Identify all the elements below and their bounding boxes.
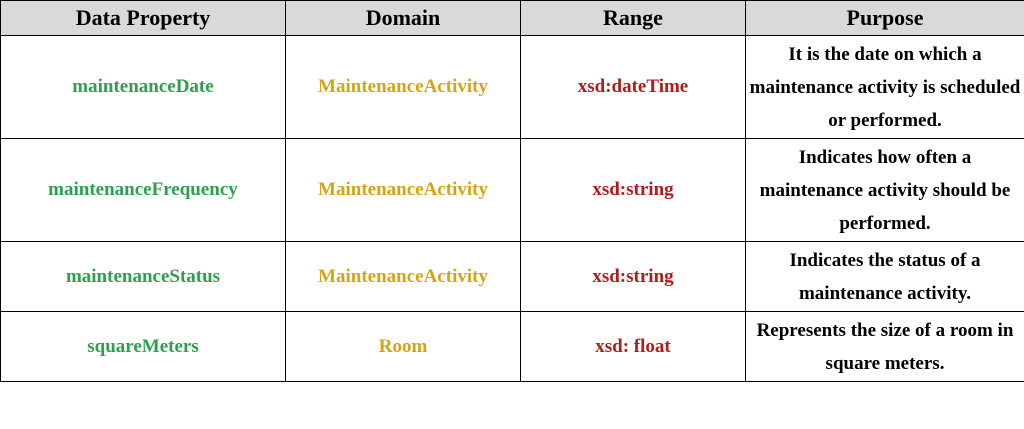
header-range: Range bbox=[520, 0, 746, 36]
cell-purpose: Represents the size of a room in square … bbox=[745, 311, 1024, 382]
cell-domain: MaintenanceActivity bbox=[285, 241, 521, 312]
header-row: Data Property Domain Range Purpose bbox=[0, 0, 1024, 36]
table-body: maintenanceDate MaintenanceActivity xsd:… bbox=[0, 35, 1024, 382]
cell-range: xsd:string bbox=[520, 241, 746, 312]
data-properties-table: Data Property Domain Range Purpose maint… bbox=[0, 0, 1024, 382]
table-row: maintenanceDate MaintenanceActivity xsd:… bbox=[0, 35, 1024, 139]
cell-domain: Room bbox=[285, 311, 521, 382]
cell-domain: MaintenanceActivity bbox=[285, 35, 521, 139]
cell-range: xsd:string bbox=[520, 138, 746, 242]
cell-purpose: Indicates the status of a maintenance ac… bbox=[745, 241, 1024, 312]
cell-domain: MaintenanceActivity bbox=[285, 138, 521, 242]
cell-purpose: Indicates how often a maintenance activi… bbox=[745, 138, 1024, 242]
table-row: squareMeters Room xsd: float Represents … bbox=[0, 311, 1024, 382]
table-header: Data Property Domain Range Purpose bbox=[0, 0, 1024, 36]
cell-data-property: squareMeters bbox=[0, 311, 286, 382]
header-purpose: Purpose bbox=[745, 0, 1024, 36]
cell-data-property: maintenanceStatus bbox=[0, 241, 286, 312]
cell-range: xsd:dateTime bbox=[520, 35, 746, 139]
cell-purpose: It is the date on which a maintenance ac… bbox=[745, 35, 1024, 139]
cell-data-property: maintenanceDate bbox=[0, 35, 286, 139]
header-data-property: Data Property bbox=[0, 0, 286, 36]
cell-range: xsd: float bbox=[520, 311, 746, 382]
table-row: maintenanceFrequency MaintenanceActivity… bbox=[0, 138, 1024, 242]
cell-data-property: maintenanceFrequency bbox=[0, 138, 286, 242]
header-domain: Domain bbox=[285, 0, 521, 36]
table-row: maintenanceStatus MaintenanceActivity xs… bbox=[0, 241, 1024, 312]
